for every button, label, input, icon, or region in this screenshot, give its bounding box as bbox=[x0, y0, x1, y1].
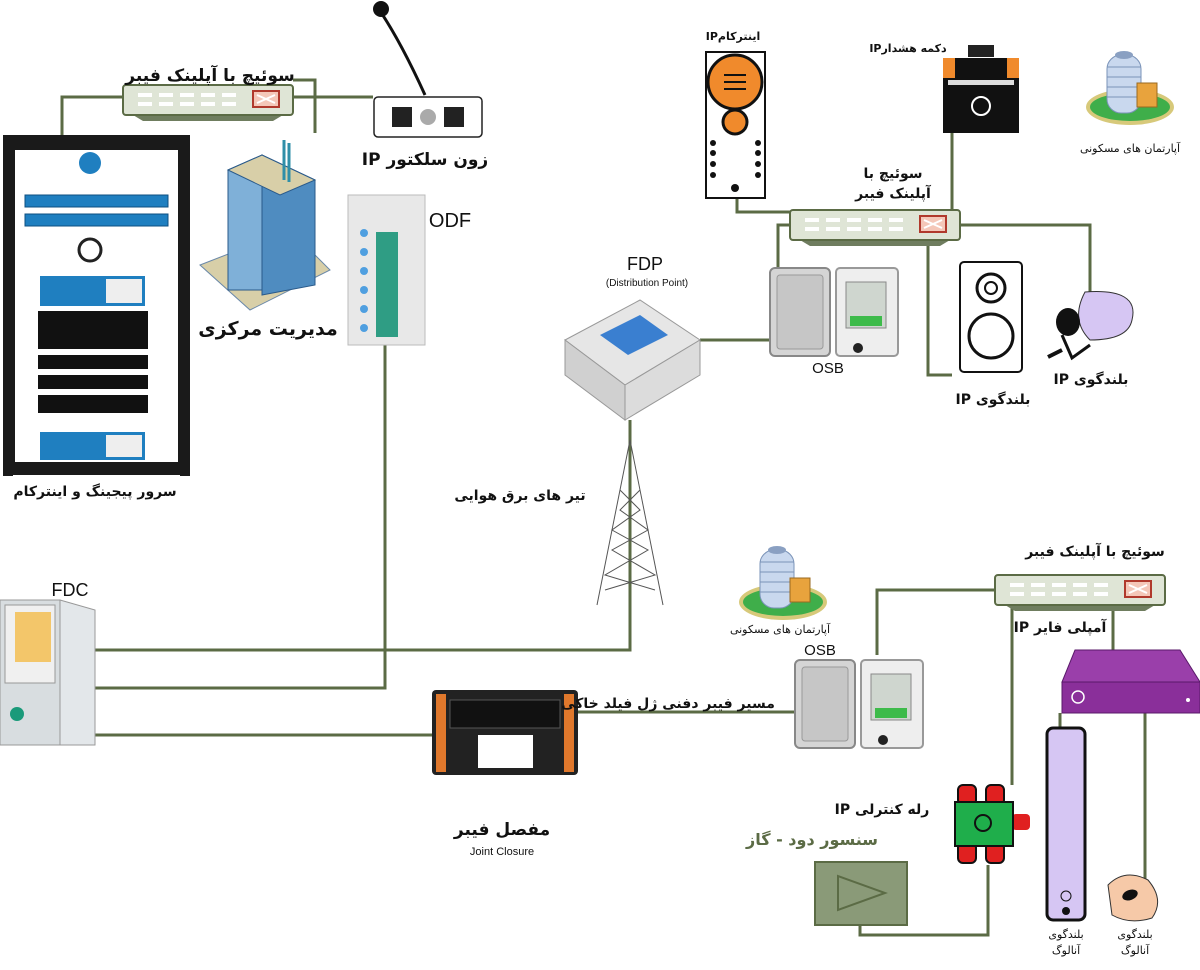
fdp-distribution-box bbox=[564, 299, 701, 421]
fiber-uplink-switch-bottom bbox=[994, 574, 1166, 612]
ip-amplifier-device bbox=[1061, 649, 1200, 714]
label-osb-mid: OSB bbox=[812, 360, 844, 377]
label-smoke-gas-sensor: سنسور دود - گاز bbox=[745, 830, 879, 849]
label-paging-server: سرور پیجینگ و اینترکام bbox=[13, 484, 177, 500]
label-buried-route: مسیر فیبر دفنی ژل فیلد خاکی bbox=[561, 696, 775, 712]
label-overhead-poles: تیر های برق هوایی bbox=[454, 488, 586, 504]
label-fdc: FDC bbox=[51, 580, 89, 600]
paging-intercom-server-rack bbox=[3, 135, 190, 476]
analog-horn-speaker bbox=[1107, 874, 1159, 922]
overhead-power-pole-icon bbox=[596, 439, 664, 606]
label-ip-relay: رله کنترلی IP bbox=[834, 802, 930, 818]
label-switch-mid-line1: سوئیچ با bbox=[863, 166, 923, 182]
odf-cabinet bbox=[347, 194, 426, 346]
label-fdp-sub: (Distribution Point) bbox=[605, 278, 689, 289]
ip-zone-selector-device bbox=[373, 1, 483, 138]
label-switch-bottom: سوئیچ با آپلینک فیبر bbox=[1025, 544, 1165, 560]
label-switch-mid-line2: آپلینک فیبر bbox=[855, 186, 931, 202]
connection-lines bbox=[60, 78, 1147, 937]
label-analog-column-speaker-1: بلندگوی bbox=[1048, 928, 1084, 941]
ip-horn-speaker bbox=[1047, 291, 1134, 361]
smoke-gas-sensor-device bbox=[814, 861, 908, 926]
label-analog-column-speaker-2: آنالوگ bbox=[1051, 944, 1081, 957]
central-management-building-icon bbox=[199, 140, 331, 311]
fiber-uplink-switch-top-left bbox=[122, 84, 294, 122]
label-analog-horn-speaker-1: بلندگوی bbox=[1117, 928, 1153, 941]
fiber-uplink-switch-mid bbox=[789, 209, 961, 247]
label-ip-amplifier: آمپلی فایر IP bbox=[1013, 620, 1107, 636]
residential-apartments-icon-bottom bbox=[738, 545, 828, 621]
label-ip-horn-speaker: بلندگوی IP bbox=[1053, 372, 1129, 388]
label-fdp: FDP bbox=[627, 254, 663, 274]
label-apartments-top: آپارتمان های مسکونی bbox=[1079, 142, 1181, 155]
osb-box-bottom bbox=[794, 659, 924, 749]
label-central-management: مدیریت مرکزی bbox=[198, 318, 338, 340]
ip-control-relay-device bbox=[954, 784, 1030, 864]
label-joint-closure-en: Joint Closure bbox=[469, 846, 535, 858]
label-analog-horn-speaker-2: آنالوگ bbox=[1120, 944, 1150, 957]
label-zone-selector: زون سلکتور IP bbox=[361, 150, 489, 170]
label-apartments-bottom: آپارتمان های مسکونی bbox=[729, 623, 831, 636]
fdc-cabinet bbox=[0, 599, 96, 746]
residential-apartments-icon-top bbox=[1085, 50, 1175, 126]
ip-alarm-button-device bbox=[943, 45, 1019, 133]
label-osb-bottom: OSB bbox=[804, 642, 836, 659]
joint-closure-device bbox=[432, 690, 578, 775]
label-joint-closure: مفصل فیبر bbox=[453, 820, 551, 840]
label-odf: ODF bbox=[428, 210, 472, 232]
label-switch-top-left: سوئیچ با آپلینک فیبر bbox=[125, 66, 295, 86]
label-ip-intercom: اینترکامIP bbox=[705, 30, 761, 43]
label-ip-alarm-button: دکمه هشدارIP bbox=[869, 42, 947, 55]
label-ip-box-speaker: بلندگوی IP bbox=[955, 392, 1031, 408]
ip-box-speaker bbox=[959, 261, 1023, 373]
osb-box-mid bbox=[769, 267, 899, 357]
ip-intercom-device bbox=[705, 51, 766, 199]
analog-column-speaker bbox=[1045, 726, 1087, 922]
